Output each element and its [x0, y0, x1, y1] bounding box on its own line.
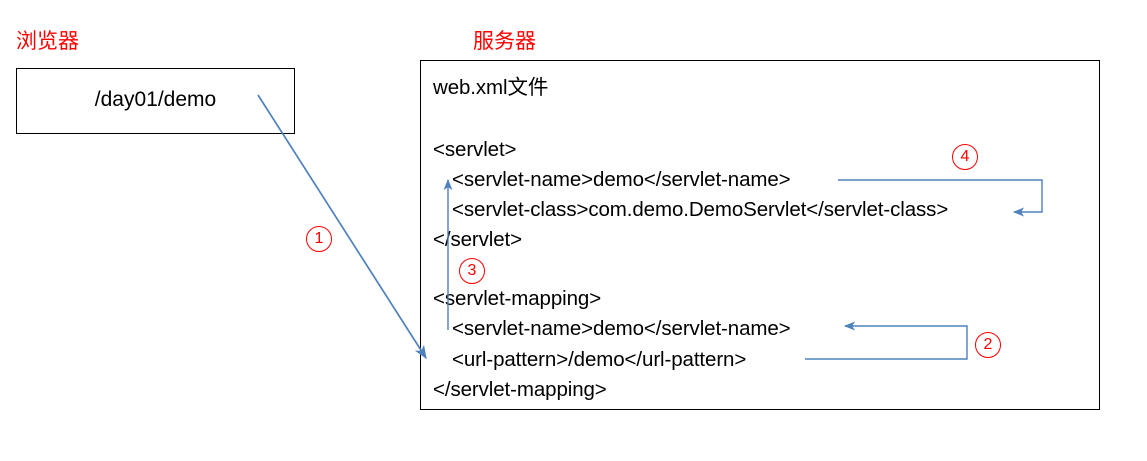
- browser-url-text: /day01/demo: [94, 88, 217, 111]
- code-line-servlet-mapping-close: </servlet-mapping>: [433, 378, 607, 401]
- server-section-label: 服务器: [473, 30, 536, 53]
- server-webxml-box: web.xml文件 <servlet> <servlet-name>demo</…: [420, 60, 1100, 410]
- arrow-1-request-path: [257, 94, 427, 360]
- code-line-servlet-close: </servlet>: [433, 228, 523, 251]
- webxml-file-title: web.xml文件: [433, 76, 549, 99]
- step-number-3: 3: [459, 258, 485, 284]
- browser-box: /day01/demo: [16, 68, 295, 134]
- step-number-2: 2: [975, 332, 1001, 358]
- code-line-servlet-open: <servlet>: [433, 138, 517, 161]
- step-number-4: 4: [952, 144, 978, 170]
- code-line-servlet-name-1: <servlet-name>demo</servlet-name>: [452, 168, 791, 191]
- code-line-servlet-class: <servlet-class>com.demo.DemoServlet</ser…: [452, 198, 949, 221]
- code-line-servlet-mapping-open: <servlet-mapping>: [433, 287, 602, 310]
- code-line-url-pattern: <url-pattern>/demo</url-pattern>: [452, 348, 747, 371]
- step-number-1: 1: [306, 226, 332, 252]
- code-line-servlet-name-2: <servlet-name>demo</servlet-name>: [452, 317, 791, 340]
- browser-section-label: 浏览器: [16, 30, 79, 53]
